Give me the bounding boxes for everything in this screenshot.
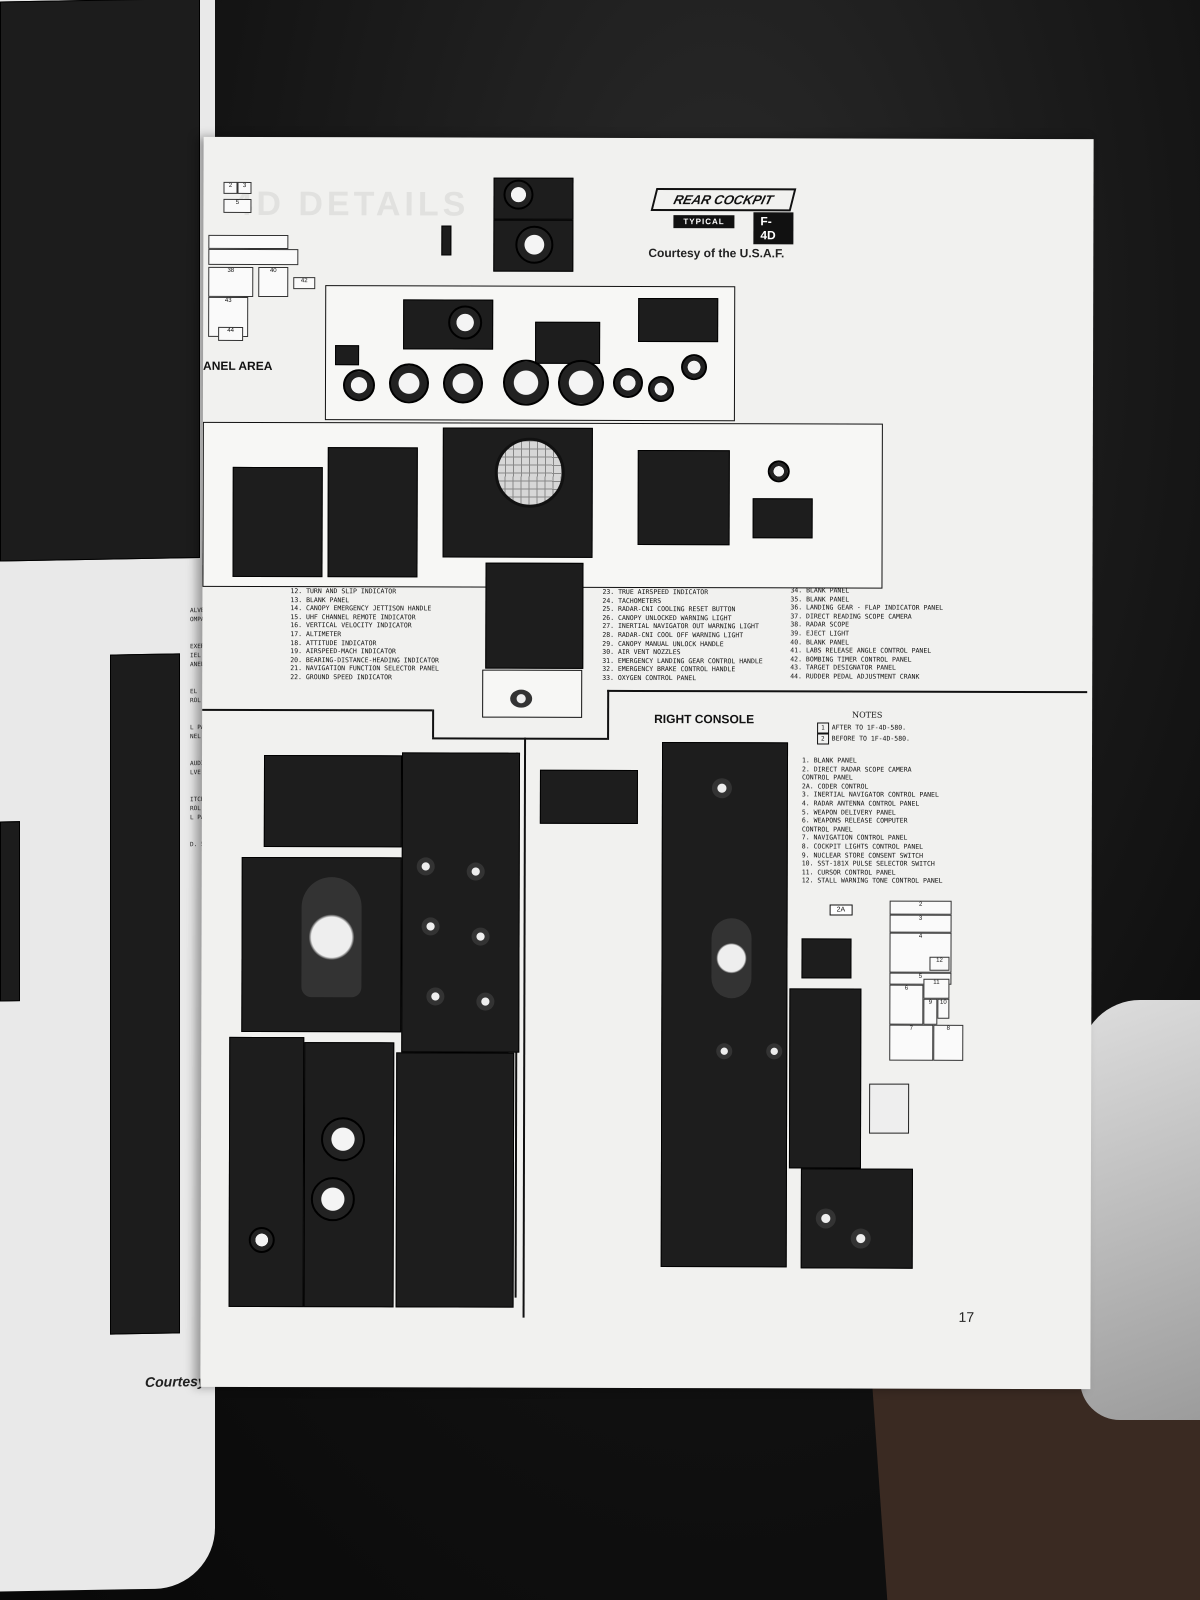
bdhi-gauge <box>515 225 554 264</box>
right-console-label: RIGHT CONSOLE <box>654 712 755 727</box>
target-designator-panel <box>752 498 813 539</box>
instrument-block-c <box>535 321 601 364</box>
left-page-courtesy: Courtesy <box>145 1372 206 1390</box>
courtesy-credit: Courtesy of the U.S.A.F. <box>648 246 785 261</box>
note-tag: 1 <box>817 722 829 734</box>
note-tag: 2 <box>817 733 829 745</box>
radar-knob-4 <box>471 927 490 946</box>
altimeter-gauge <box>442 363 484 404</box>
radar-knob-6 <box>476 992 495 1011</box>
pulse-selector-switch <box>869 1083 910 1134</box>
left-console-gauge-2 <box>310 1177 355 1222</box>
throttle-grip <box>301 877 362 998</box>
emergency-handle-panel <box>482 669 583 718</box>
panel-area-label: ANEL AREA <box>203 358 273 374</box>
gauge-small-b <box>342 369 376 402</box>
left-console-dial <box>248 1226 275 1254</box>
title-aircraft: F-4D <box>753 212 794 245</box>
eject-light-panel <box>335 345 360 366</box>
radar-knob-3 <box>421 917 440 936</box>
left-console-upper-panel <box>263 754 403 848</box>
gauge-small-a <box>681 354 708 381</box>
divider-step-left <box>432 709 435 738</box>
notes-heading: NOTES <box>852 710 883 720</box>
cloth-background <box>1080 1000 1200 1420</box>
inertial-nav-knob <box>711 778 732 799</box>
divider-horizontal-left <box>202 708 433 712</box>
divider-horizontal-right <box>607 689 1088 694</box>
coder-figure-ref: 2A <box>829 904 853 916</box>
right-page: 4D DETAILS REAR COCKPIT TYPICAL F-4D Cou… <box>200 136 1094 1390</box>
scope-camera-knob <box>767 460 790 483</box>
oxygen-control-panel <box>485 562 584 669</box>
ground-speed-gauge <box>448 305 483 340</box>
nuclear-store-panel <box>788 988 862 1169</box>
left-console-lower-left-panel <box>228 1036 305 1308</box>
divider-vertical-center <box>522 737 527 1318</box>
true-airspeed-gauge <box>647 376 675 403</box>
landing-gear-panel <box>637 449 730 546</box>
stall-warning-panel <box>801 938 852 979</box>
attitude-gauge <box>502 359 550 406</box>
lights-knob-1 <box>815 1208 836 1229</box>
labs-panel <box>232 466 323 578</box>
divider-step-right <box>607 689 610 740</box>
page-number: 17 <box>958 1308 975 1325</box>
left-console-gauge-1 <box>320 1117 366 1162</box>
left-console-lower-mid-panel <box>303 1042 395 1308</box>
right-console-key-diagram: 2 3 4 5 6 12 11 9 10 7 8 <box>204 137 1094 1061</box>
radar-knob-1 <box>416 857 435 876</box>
antenna-handgrip <box>711 918 752 999</box>
title-block: REAR COCKPIT TYPICAL F-4D <box>650 188 797 245</box>
left-page-cockpit-photo <box>0 0 200 562</box>
airspeed-gauge <box>557 359 605 406</box>
instrument-block-b <box>638 297 719 343</box>
left-page-console-photo <box>110 653 180 1335</box>
canopy-unlock-handle <box>510 689 533 708</box>
divider-horizontal-mid <box>432 737 608 740</box>
handle-left <box>441 225 452 256</box>
radar-knob-2 <box>466 862 485 881</box>
compass-gauge <box>503 179 534 210</box>
tachometer-gauge <box>612 367 644 398</box>
weapon-knob-2 <box>766 1043 783 1060</box>
radar-scope <box>494 437 565 508</box>
title-rear-cockpit: REAR COCKPIT <box>650 188 797 212</box>
bombing-timer-panel <box>327 447 418 578</box>
title-typical: TYPICAL <box>673 215 735 229</box>
panel-key-diagram: 2 3 5 38 40 42 43 44 <box>204 137 1094 341</box>
right-console-main-panel <box>660 742 789 1268</box>
coder-control-panel <box>539 769 638 824</box>
left-console-radar-panel <box>401 752 521 1053</box>
weapon-knob-1 <box>716 1043 733 1060</box>
left-console-lower-right-panel <box>395 1052 515 1308</box>
left-page-side-photo <box>0 821 20 1002</box>
ghost-heading: 4D DETAILS <box>233 184 470 224</box>
lights-knob-2 <box>850 1228 871 1249</box>
radar-knob-5 <box>426 987 445 1006</box>
vvi-gauge <box>388 363 430 404</box>
